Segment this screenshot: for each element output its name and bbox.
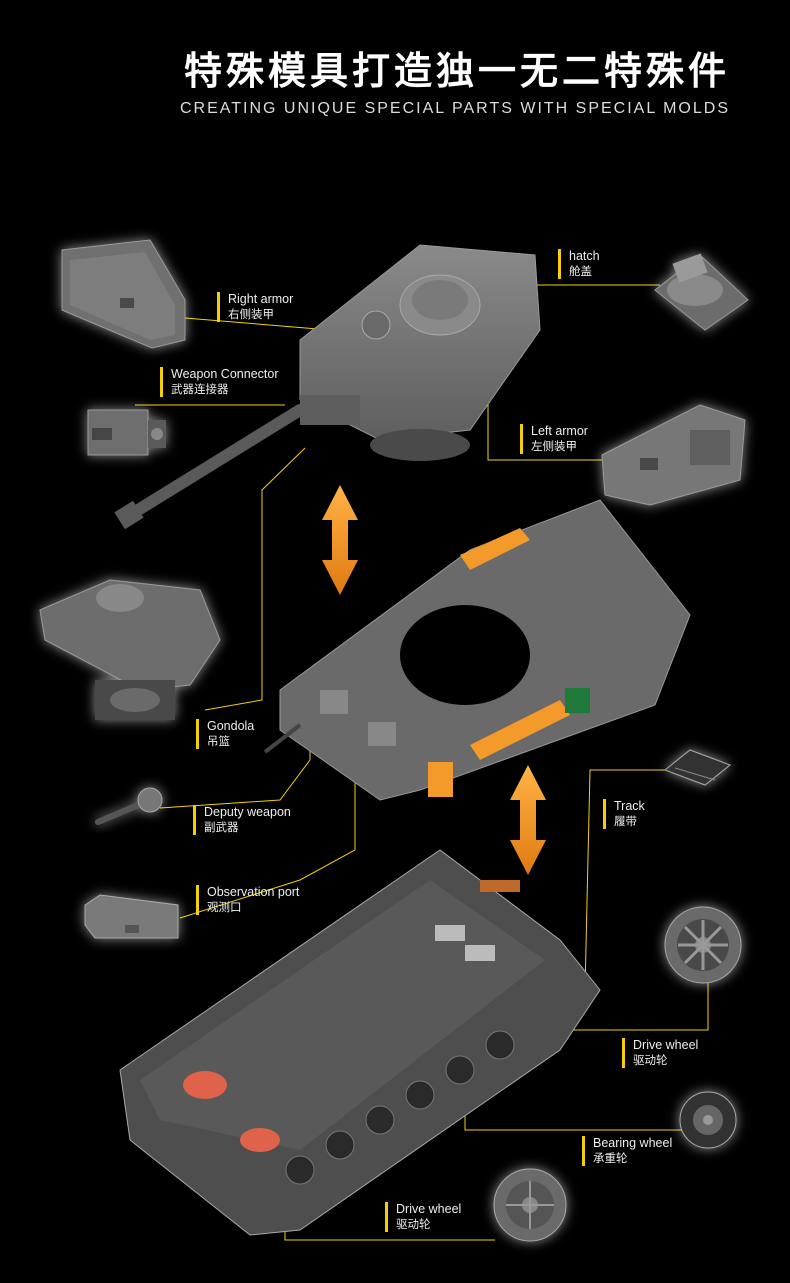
label-track-zh: 履带 <box>614 814 637 828</box>
label-drive-wheel-bottom-en: Drive wheel <box>396 1202 462 1216</box>
label-observation-port-en: Observation port <box>207 885 300 899</box>
lower-hull-chassis <box>119 849 601 1236</box>
label-deputy-weapon-zh: 副武器 <box>204 820 239 834</box>
label-drive-wheel-right: Drive wheel 驱动轮 <box>622 1038 698 1068</box>
label-right-armor-en: Right armor <box>228 292 294 306</box>
label-weapon-connector: Weapon Connector 武器连接器 <box>160 367 278 397</box>
label-gondola: Gondola 吊篮 <box>196 719 254 749</box>
gondola-part <box>39 579 221 720</box>
label-drive-wheel-bottom: Drive wheel 驱动轮 <box>385 1202 461 1232</box>
left-armor-part <box>601 404 746 506</box>
separation-arrow-bottom <box>510 765 546 875</box>
hatch-part <box>654 253 749 331</box>
label-bearing-wheel-en: Bearing wheel <box>593 1136 673 1150</box>
label-bearing-wheel: Bearing wheel 承重轮 <box>582 1136 672 1166</box>
label-drive-wheel-right-en: Drive wheel <box>633 1038 699 1052</box>
leader-lines <box>135 284 709 1241</box>
label-hatch-zh: 舱盖 <box>569 264 592 278</box>
drive-wheel-part-right <box>664 906 742 984</box>
page-subtitle: CREATING UNIQUE SPECIAL PARTS WITH SPECI… <box>179 100 730 117</box>
label-drive-wheel-right-zh: 驱动轮 <box>633 1053 668 1067</box>
label-gondola-en: Gondola <box>207 719 255 733</box>
label-left-armor: Left armor 左侧装甲 <box>520 424 588 454</box>
label-bearing-wheel-zh: 承重轮 <box>593 1151 628 1165</box>
observation-port-part <box>84 894 179 939</box>
turret-assembly <box>114 244 541 530</box>
label-right-armor-zh: 右侧装甲 <box>228 307 274 321</box>
page-title: 特殊模具打造独一无二特殊件 <box>183 49 730 93</box>
right-armor-part <box>61 239 186 349</box>
label-track: Track 履带 <box>603 799 645 829</box>
hull-top <box>263 499 691 801</box>
label-track-en: Track <box>614 799 645 813</box>
deputy-weapon-part <box>95 787 163 825</box>
label-right-armor: Right armor 右侧装甲 <box>217 292 293 322</box>
drive-wheel-part-bottom <box>493 1168 567 1242</box>
label-weapon-connector-zh: 武器连接器 <box>171 382 229 396</box>
label-left-armor-en: Left armor <box>531 424 588 438</box>
bearing-wheel-part <box>679 1091 737 1149</box>
label-gondola-zh: 吊篮 <box>207 734 230 748</box>
label-deputy-weapon-en: Deputy weapon <box>204 805 291 819</box>
label-deputy-weapon: Deputy weapon 副武器 <box>193 805 291 835</box>
label-left-armor-zh: 左侧装甲 <box>531 439 577 453</box>
separation-arrow-top <box>322 485 358 595</box>
label-hatch-en: hatch <box>569 249 600 263</box>
label-drive-wheel-bottom-zh: 驱动轮 <box>396 1217 431 1231</box>
label-observation-port-zh: 观测口 <box>207 900 242 914</box>
weapon-connector-part <box>87 409 166 456</box>
label-hatch: hatch 舱盖 <box>558 249 600 279</box>
track-part <box>664 749 731 786</box>
label-weapon-connector-en: Weapon Connector <box>171 367 279 381</box>
label-observation-port: Observation port 观测口 <box>196 885 299 915</box>
